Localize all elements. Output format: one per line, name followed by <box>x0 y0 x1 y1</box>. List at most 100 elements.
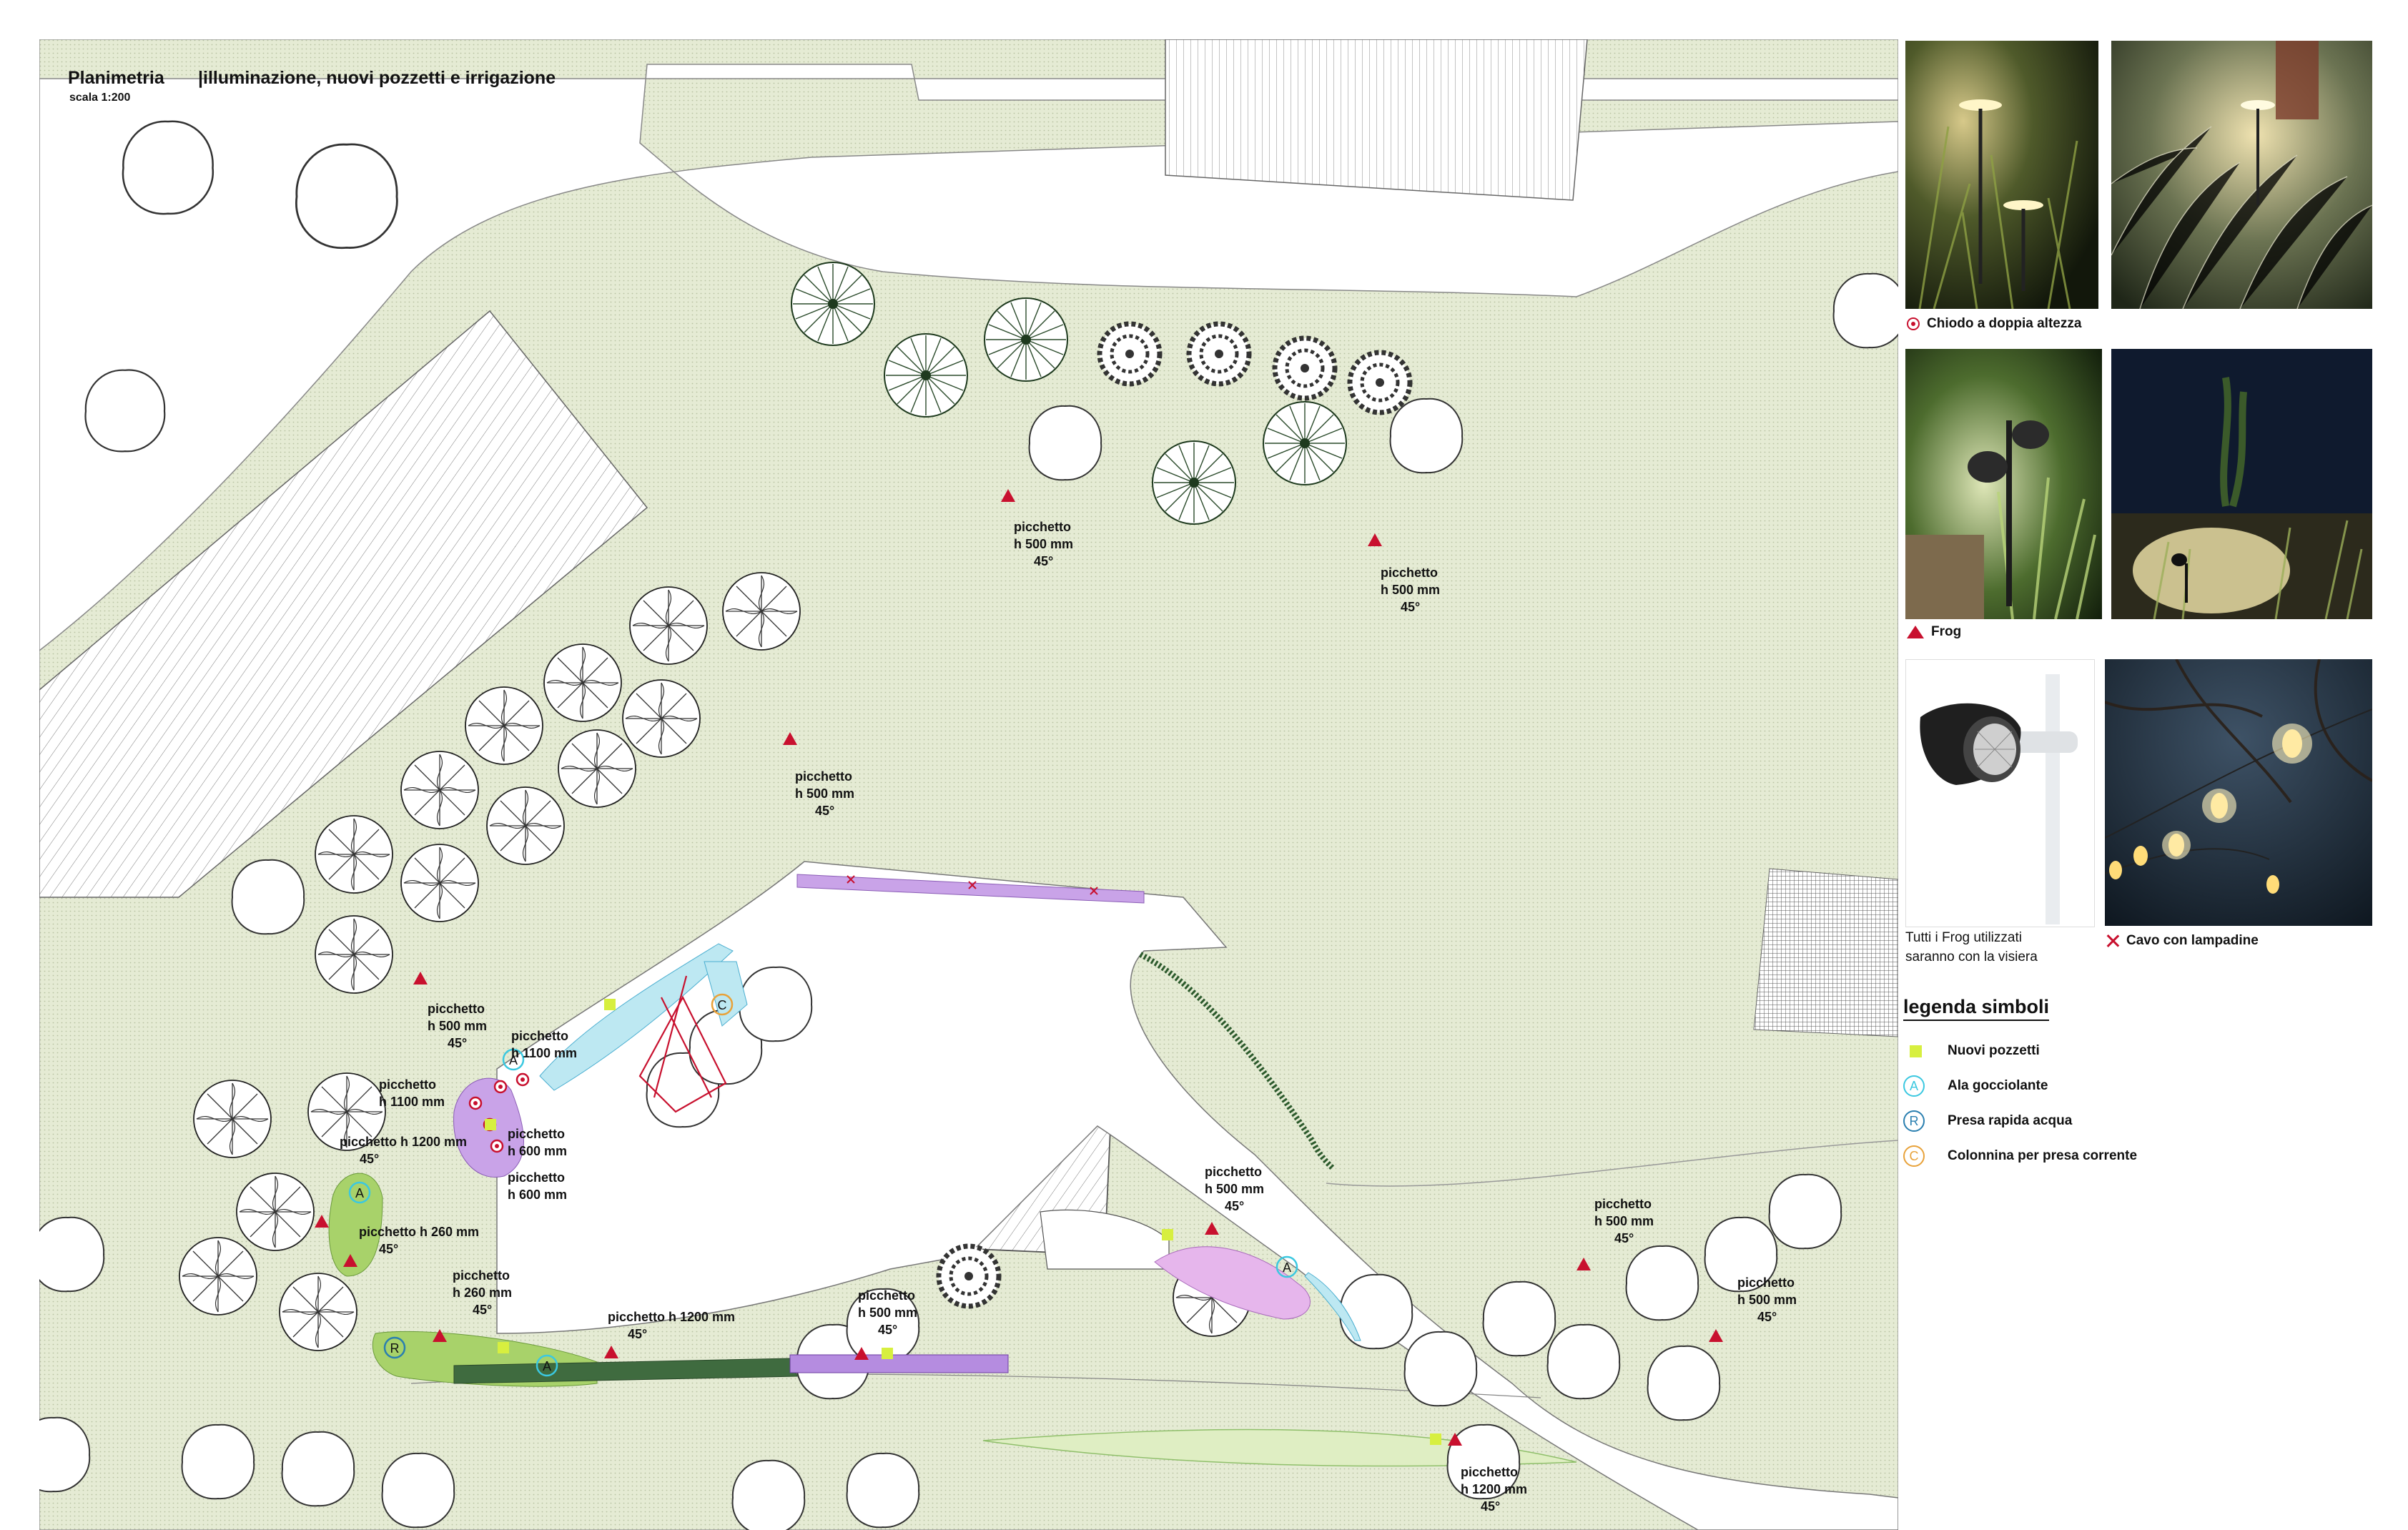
svg-text:h 500 mm: h 500 mm <box>1381 583 1440 597</box>
legend-item-colonnina: C Colonnina per presa corrente <box>1903 1144 2137 1168</box>
svg-text:picchetto h 1200 mm: picchetto h 1200 mm <box>340 1135 467 1149</box>
legend-item-ala: A Ala gocciolante <box>1903 1074 2048 1098</box>
svg-text:h 500 mm: h 500 mm <box>1014 537 1073 551</box>
svg-text:picchetto h 1200 mm: picchetto h 1200 mm <box>608 1310 735 1324</box>
annotation: picchetto h 600 mm <box>508 1170 567 1202</box>
svg-text:picchetto: picchetto <box>1014 520 1071 534</box>
annotation: picchetto h 500 mm 45° <box>1594 1197 1654 1245</box>
svg-text:h 500 mm: h 500 mm <box>1594 1214 1654 1228</box>
annotation-labels: picchetto h 500 mm 45° picchetto h 500 mm 45… <box>340 520 1797 1514</box>
annotation: picchetto h 500 mm 45° <box>1205 1165 1264 1213</box>
photo-frog-1 <box>1905 349 2102 619</box>
annotation: picchetto h 1100 mm <box>379 1077 445 1109</box>
site-plan: A A A A R C Planimetria |illuminazione, … <box>39 39 1898 1530</box>
svg-text:45°: 45° <box>1225 1199 1244 1213</box>
svg-text:45°: 45° <box>448 1036 467 1050</box>
svg-text:picchetto: picchetto <box>1594 1197 1652 1211</box>
svg-text:picchetto h 260 mm: picchetto h 260 mm <box>359 1225 479 1239</box>
cavo-caption: Cavo con lampadine <box>2106 933 2259 949</box>
plan-scale: scala 1:200 <box>69 92 131 104</box>
svg-text:h 500 mm: h 500 mm <box>858 1306 917 1320</box>
svg-text:picchetto: picchetto <box>1737 1275 1795 1290</box>
svg-text:picchetto: picchetto <box>1205 1165 1262 1179</box>
svg-text:picchetto: picchetto <box>428 1002 485 1016</box>
photo-frog-2 <box>2111 349 2372 619</box>
frog-caption: Frog <box>1907 624 1961 640</box>
svg-text:picchetto: picchetto <box>511 1029 568 1043</box>
annotation: picchetto h 1200 mm 45° <box>608 1310 735 1341</box>
svg-text:h 600 mm: h 600 mm <box>508 1144 567 1158</box>
bed-purple-south <box>789 1354 1009 1373</box>
annotation: picchetto h 500 mm 45° <box>858 1288 917 1337</box>
svg-text:picchetto: picchetto <box>1381 566 1438 580</box>
roof-building-west <box>39 310 648 898</box>
annotation: picchetto h 260 mm 45° <box>359 1225 479 1256</box>
plan-subtitle: |illuminazione, nuovi pozzetti e irrigaz… <box>198 68 556 88</box>
svg-text:45°: 45° <box>878 1323 897 1337</box>
pozzetti-markers <box>485 999 1441 1445</box>
legend-label: Presa rapida acqua <box>1948 1113 2073 1128</box>
chiodo-label: Chiodo a doppia altezza <box>1927 316 2082 331</box>
svg-text:45°: 45° <box>1034 554 1053 568</box>
grid-tile <box>1753 868 1898 1037</box>
annotation: picchetto h 1100 mm <box>511 1029 577 1060</box>
svg-text:picchetto: picchetto <box>795 769 852 784</box>
svg-text:h 500 mm: h 500 mm <box>795 786 854 801</box>
cavo-label: Cavo con lampadine <box>2126 933 2259 948</box>
frog-note-line2: saranno con la visiera <box>1905 949 2038 964</box>
frog-note-line1: Tutti i Frog utilizzati <box>1905 930 2022 945</box>
frog-icon <box>1907 626 1924 638</box>
chiodo-icon <box>1907 317 1920 330</box>
annotation: picchetto h 500 mm 45° <box>1381 566 1440 614</box>
photo-frog-visor <box>1905 659 2095 927</box>
svg-text:h 1100 mm: h 1100 mm <box>511 1046 577 1060</box>
svg-text:h 600 mm: h 600 mm <box>508 1188 567 1202</box>
svg-text:h 260 mm: h 260 mm <box>453 1285 512 1300</box>
frog-visor-note: Tutti i Frog utilizzati saranno con la v… <box>1905 928 2038 967</box>
svg-text:R: R <box>390 1341 400 1356</box>
svg-text:45°: 45° <box>1401 600 1420 614</box>
annotation: picchetto h 1200 mm 45° <box>340 1135 467 1166</box>
roof-building-north <box>1165 39 1588 201</box>
svg-text:picchetto: picchetto <box>858 1288 915 1303</box>
presa-circle-icon: R <box>1903 1110 1925 1132</box>
annotation: picchetto h 500 mm 45° <box>1737 1275 1797 1324</box>
svg-text:45°: 45° <box>815 804 834 818</box>
cavo-x-icon <box>2106 934 2119 947</box>
svg-text:A: A <box>543 1359 551 1373</box>
svg-text:h 500 mm: h 500 mm <box>1205 1182 1264 1196</box>
chiodo-caption: Chiodo a doppia altezza <box>1907 316 2081 332</box>
legend-label: Colonnina per presa corrente <box>1948 1148 2138 1163</box>
string-light-cable <box>638 975 727 1113</box>
ala-circle-icon: A <box>1903 1075 1925 1097</box>
frog-label: Frog <box>1931 624 1962 639</box>
svg-text:45°: 45° <box>379 1242 398 1256</box>
svg-text:45°: 45° <box>1614 1231 1634 1245</box>
svg-text:45°: 45° <box>360 1152 379 1166</box>
svg-text:picchetto: picchetto <box>508 1170 565 1185</box>
legend-title: legenda simboli <box>1903 996 2050 1021</box>
svg-text:h 500 mm: h 500 mm <box>428 1019 487 1033</box>
svg-text:picchetto: picchetto <box>508 1127 565 1141</box>
photo-cavo <box>2105 659 2372 926</box>
letter-markers: A A A A R C <box>348 993 1298 1377</box>
bed-pink-east <box>1154 1246 1311 1320</box>
plan-title: Planimetria <box>68 68 165 88</box>
colonnina-circle-icon: C <box>1903 1145 1925 1167</box>
svg-text:picchetto: picchetto <box>453 1268 510 1283</box>
annotation: picchetto h 600 mm <box>508 1127 567 1158</box>
annotation: picchetto h 500 mm 45° <box>795 769 854 818</box>
svg-text:picchetto: picchetto <box>1461 1465 1518 1479</box>
annotation: picchetto h 500 mm 45° <box>428 1002 487 1050</box>
svg-text:45°: 45° <box>628 1327 647 1341</box>
photo-chiodo-2 <box>2111 41 2372 309</box>
svg-text:A: A <box>355 1186 364 1200</box>
legend-item-pozzetti: Nuovi pozzetti <box>1903 1039 2040 1063</box>
svg-text:45°: 45° <box>1757 1310 1777 1324</box>
svg-text:h 500 mm: h 500 mm <box>1737 1293 1797 1307</box>
bed-green-west <box>328 1173 383 1277</box>
svg-text:picchetto: picchetto <box>379 1077 436 1092</box>
svg-text:h 1100 mm: h 1100 mm <box>379 1095 445 1109</box>
